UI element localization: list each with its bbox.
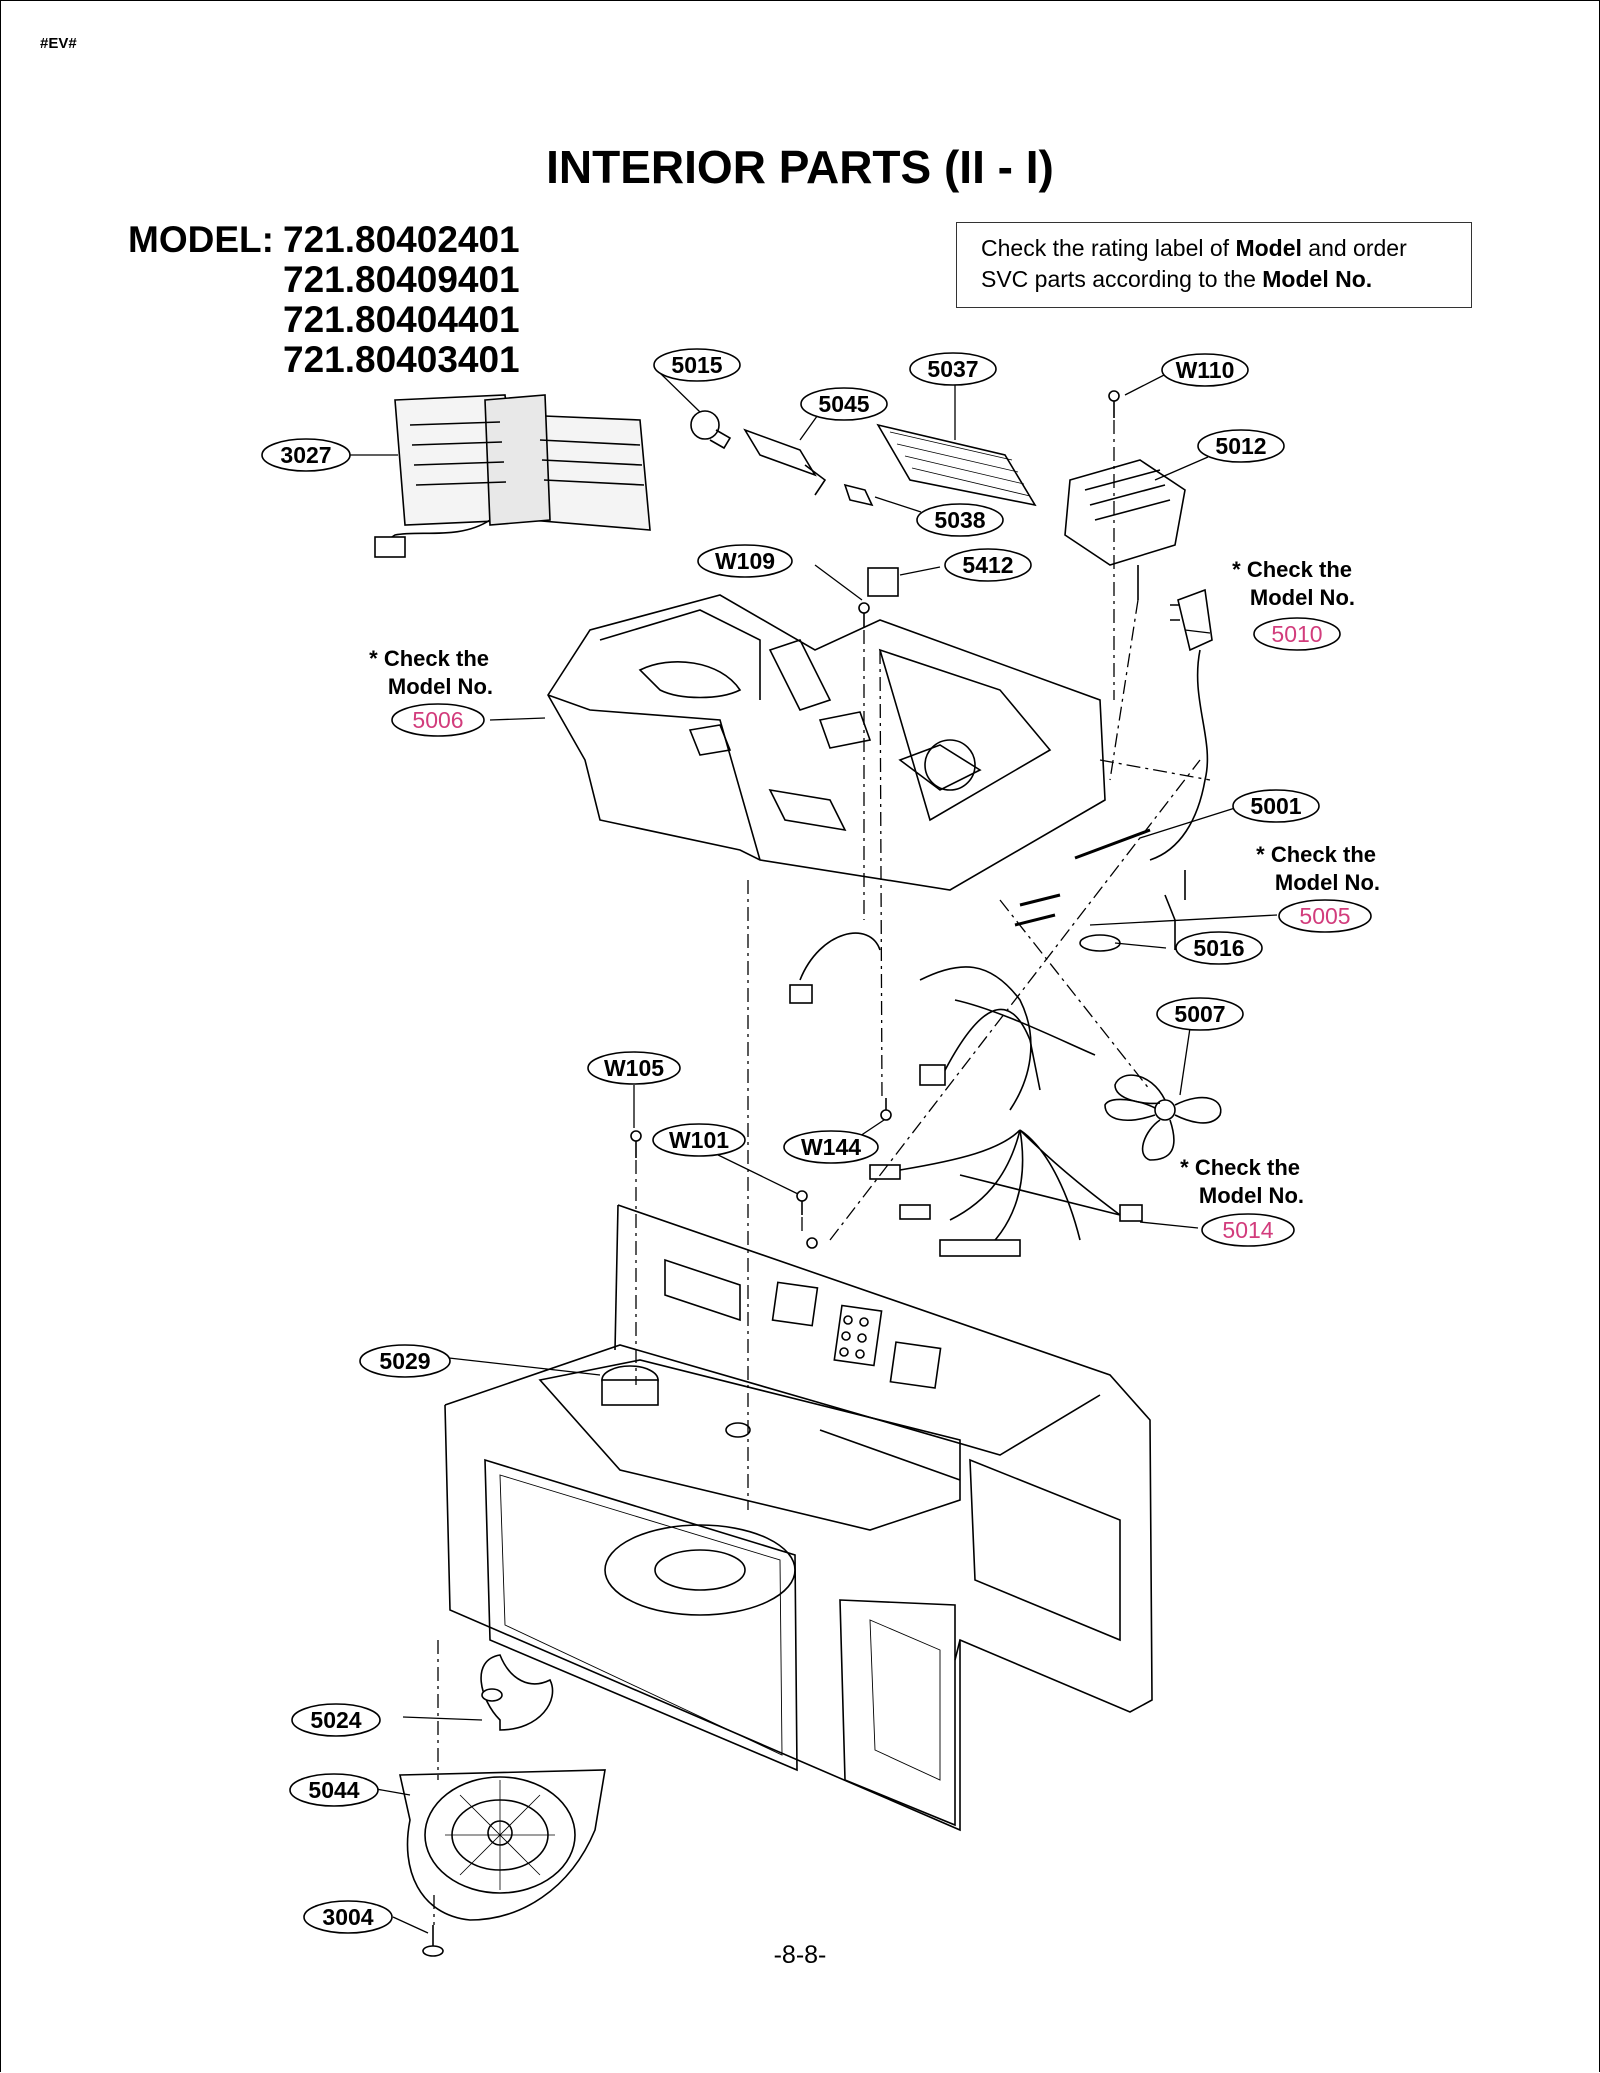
label-oval-5037 xyxy=(909,352,997,386)
model-notice-box: Check the rating label of Model and orde… xyxy=(956,222,1472,308)
label-oval-5045 xyxy=(800,387,888,421)
page-title: INTERIOR PARTS (II - I) xyxy=(546,141,1054,193)
document-code: #EV# xyxy=(40,35,77,52)
label-oval-5038 xyxy=(916,503,1004,537)
alignment-lines xyxy=(433,420,1211,1925)
label-oval-5412 xyxy=(944,548,1032,582)
part-label-5012: 5012 xyxy=(1215,433,1266,459)
stirrer-cover xyxy=(399,1769,606,1921)
label-oval-5007 xyxy=(1156,997,1244,1031)
part-label-3004: 3004 xyxy=(322,1904,373,1930)
model-list: 721.80402401 721.80409401 721.80404401 7… xyxy=(283,220,520,380)
label-oval-5006 xyxy=(391,703,485,737)
part-label-5001: 5001 xyxy=(1250,793,1301,819)
part-label-5044: 5044 xyxy=(308,1777,359,1803)
check-note-5010-line1: * Check the xyxy=(1232,557,1352,582)
label-oval-3004 xyxy=(303,1900,393,1934)
label-oval-5012 xyxy=(1197,429,1285,463)
model-label: MODEL: xyxy=(128,219,274,260)
part-label-w144: W144 xyxy=(801,1134,861,1160)
label-oval-5014 xyxy=(1201,1213,1295,1247)
screw-w144 xyxy=(880,1098,892,1121)
label-oval-w110 xyxy=(1161,353,1249,387)
leader-lines xyxy=(345,371,1278,1934)
part-label-5007: 5007 xyxy=(1174,1001,1225,1027)
label-oval-5010 xyxy=(1253,617,1341,651)
part-label-5014: 5014 xyxy=(1222,1217,1273,1243)
part-label-5006: 5006 xyxy=(412,707,463,733)
check-note-5006-line1: * Check the xyxy=(369,646,489,671)
part-label-w101: W101 xyxy=(669,1127,729,1153)
part-label-5005: 5005 xyxy=(1299,903,1350,929)
label-oval-5044 xyxy=(289,1773,379,1807)
screw-w110 xyxy=(1108,390,1120,418)
part-label-5024: 5024 xyxy=(310,1707,361,1733)
part-label-w109: W109 xyxy=(715,548,775,574)
model-number: 721.80402401 xyxy=(283,219,520,260)
part-label-5038: 5038 xyxy=(934,507,985,533)
check-note-5010-line2: Model No. xyxy=(1250,585,1355,610)
part-label-5029: 5029 xyxy=(379,1348,430,1374)
part-label-w110: W110 xyxy=(1176,357,1235,383)
lamp-holder xyxy=(743,428,827,496)
model-number: 721.80409401 xyxy=(283,259,520,300)
thermostat-parts xyxy=(1014,828,1186,952)
label-oval-w105 xyxy=(587,1051,681,1085)
wire-harness xyxy=(789,932,1143,1257)
check-note-5005-line1: * Check the xyxy=(1256,842,1376,867)
label-oval-5005 xyxy=(1278,899,1372,933)
check-note-5005-line2: Model No. xyxy=(1275,870,1380,895)
lamp-socket xyxy=(843,483,874,507)
notice-bold-model-no: Model No. xyxy=(1262,266,1373,292)
stirrer-motor xyxy=(1064,459,1186,600)
lamp-bulb xyxy=(690,410,732,450)
screw-w144-lower xyxy=(806,1237,818,1249)
part-label-5016: 5016 xyxy=(1193,935,1244,961)
label-oval-w101 xyxy=(652,1123,746,1157)
part-label-5015: 5015 xyxy=(671,352,722,378)
screw-w105 xyxy=(630,1130,642,1158)
oven-cavity xyxy=(444,1204,1153,1832)
part-label-5045: 5045 xyxy=(818,391,869,417)
coupler xyxy=(480,1654,554,1731)
screw-w109 xyxy=(858,602,870,628)
label-oval-5029 xyxy=(359,1344,451,1378)
upper-base-plate xyxy=(547,594,1106,891)
screw-w101 xyxy=(796,1190,808,1215)
label-oval-5015 xyxy=(653,348,741,382)
page-number: -8-8- xyxy=(773,1941,827,1969)
stud xyxy=(422,1925,444,1957)
part-label-5412: 5412 xyxy=(962,552,1013,578)
label-oval-5001 xyxy=(1232,789,1320,823)
check-note-5014-line2: Model No. xyxy=(1199,1183,1304,1208)
fan-motor-assembly xyxy=(374,394,651,558)
notice-text: Check the rating label of xyxy=(981,235,1236,261)
label-oval-w109 xyxy=(697,544,793,578)
label-oval-3027 xyxy=(261,438,351,472)
model-number: 721.80404401 xyxy=(283,299,520,340)
notice-bold-model: Model xyxy=(1235,235,1302,261)
fan-blade xyxy=(1104,1074,1222,1161)
turntable-motor xyxy=(601,1365,659,1406)
label-oval-5016 xyxy=(1175,931,1263,965)
check-note-5006-line2: Model No. xyxy=(388,674,493,699)
part-label-5010: 5010 xyxy=(1271,621,1322,647)
check-note-5014-line1: * Check the xyxy=(1180,1155,1300,1180)
part-label-w105: W105 xyxy=(604,1055,664,1081)
model-number: 721.80403401 xyxy=(283,339,520,380)
label-oval-w144 xyxy=(783,1130,879,1164)
power-cord xyxy=(1149,588,1213,861)
part-label-5037: 5037 xyxy=(927,356,978,382)
charcoal-filter xyxy=(876,423,1037,507)
sensor xyxy=(867,567,899,597)
label-oval-5024 xyxy=(291,1703,381,1737)
part-label-3027: 3027 xyxy=(280,442,331,468)
notice-text: and order SVC parts according to the xyxy=(981,235,1407,292)
